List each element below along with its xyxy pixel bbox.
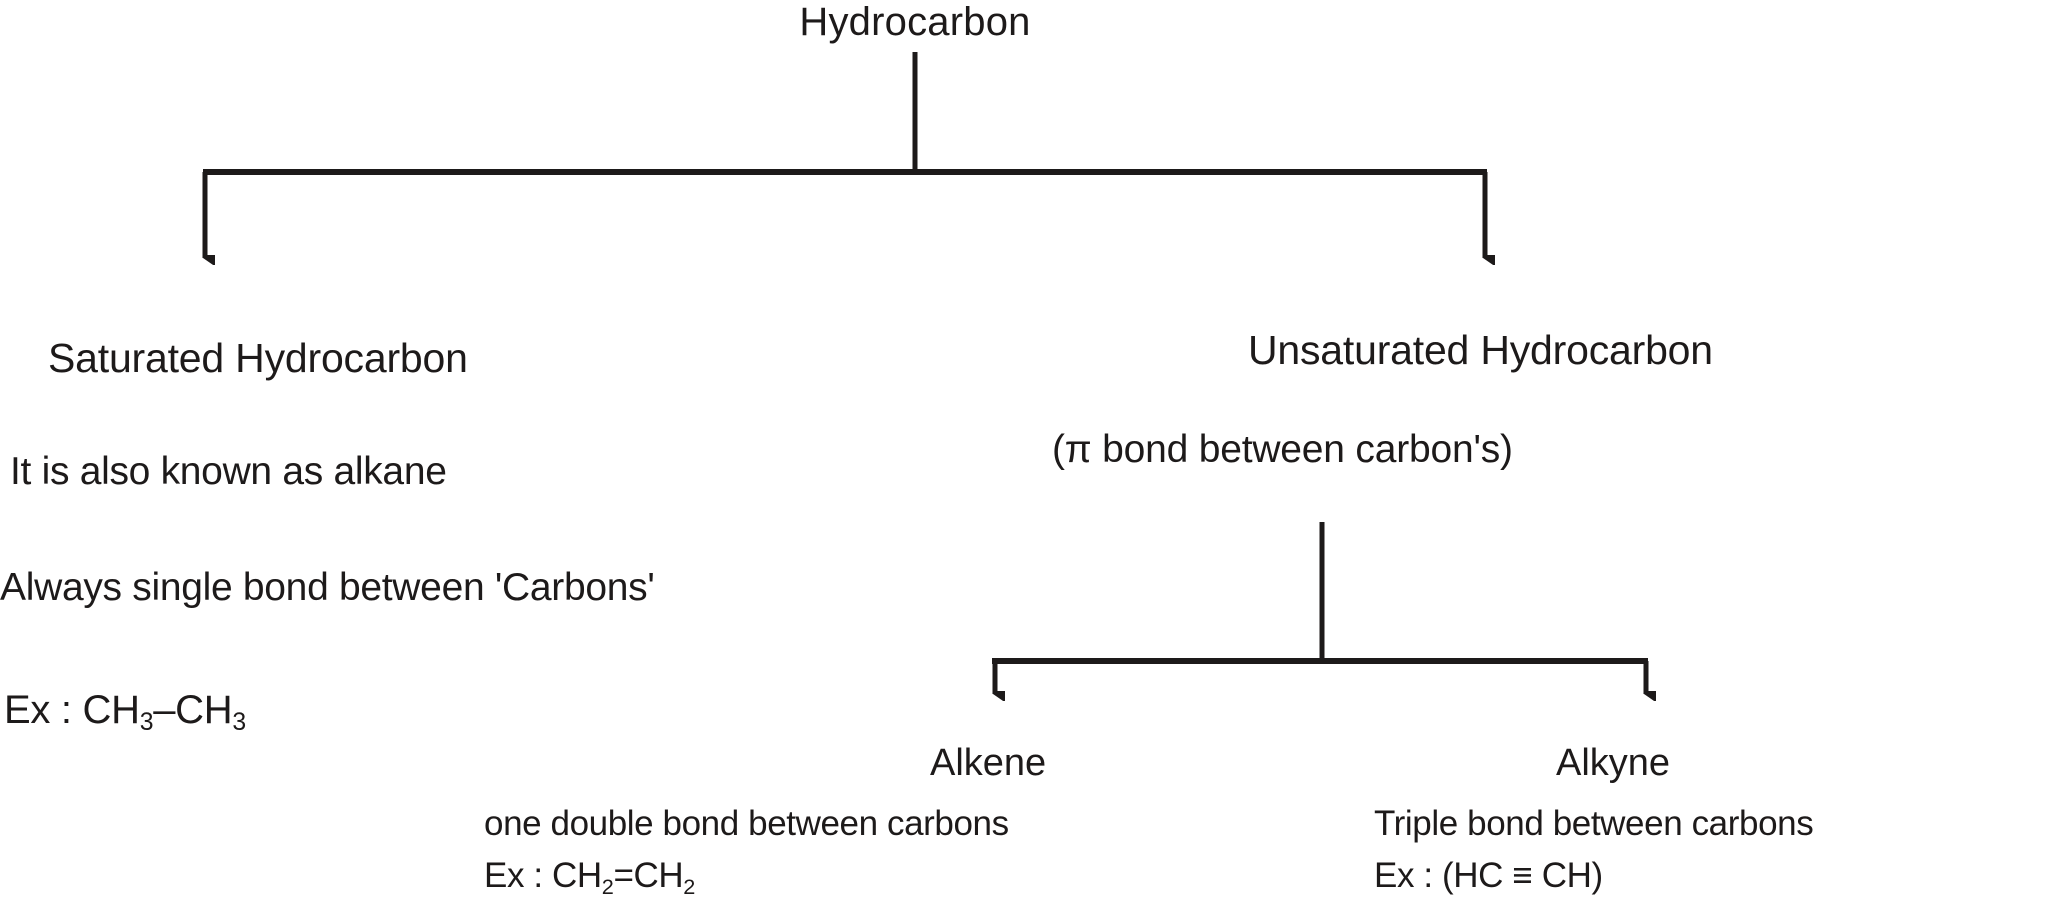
alkyne-description: Triple bond between carbons [1374,804,1814,843]
node-alkyne: Alkyne [1556,742,1671,784]
saturated-note-alkane: It is also known as alkane [10,450,447,493]
alkene-example-mid: =CH [613,856,684,895]
root-node-hydrocarbon: Hydrocarbon [799,0,1031,44]
alkene-example-sub2: 2 [683,873,695,899]
node-alkene: Alkene [930,742,1047,784]
alkene-example-prefix: Ex : CH [484,856,602,895]
saturated-example: Ex : CH3–CH3 [4,688,246,735]
node-saturated-hydrocarbon: Saturated Hydrocarbon [48,335,468,381]
saturated-example-sub1: 3 [139,709,154,737]
alkene-example: Ex : CH2=CH2 [484,856,695,897]
alkene-description: one double bond between carbons [484,804,1009,843]
saturated-example-sub2: 3 [232,709,246,737]
alkene-example-sub1: 2 [601,873,614,899]
saturated-example-prefix: Ex : CH [4,688,140,732]
saturated-example-mid: –CH [153,688,233,732]
node-unsaturated-hydrocarbon: Unsaturated Hydrocarbon [1248,327,1713,373]
saturated-note-single-bond: Always single bond between 'Carbons' [0,566,655,609]
unsaturated-pi-bond-annotation: (π bond between carbon's) [1052,428,1513,471]
alkyne-example: Ex : (HC ≡ CH) [1374,856,1603,895]
